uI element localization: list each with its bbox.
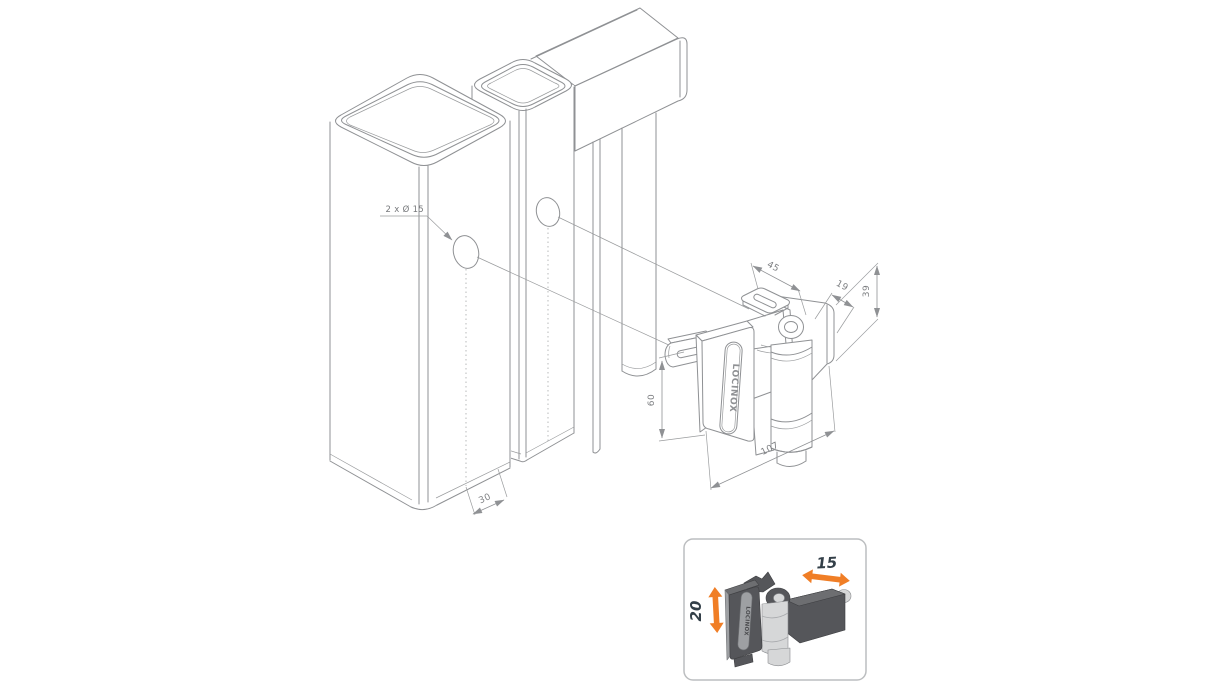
hole-callout-label: 2 x Ø 15 xyxy=(386,204,424,215)
inset-hinge-illustration: LOCINOX xyxy=(724,571,852,668)
inset-vertical-arrow: 20 xyxy=(687,587,724,633)
gate-rear-bar xyxy=(592,138,601,454)
inset-brand-badge: LOCINOX xyxy=(742,606,750,636)
inset-horizontal-label: 15 xyxy=(816,553,838,572)
inset-horizontal-arrow: 15 xyxy=(802,553,850,587)
dim-39-label: 39 xyxy=(862,285,872,297)
dim-60-label: 60 xyxy=(647,394,657,406)
hinge-brand-badge: LOCINOX xyxy=(727,363,740,413)
post-drill-hole xyxy=(452,235,480,269)
dim-60: 60 xyxy=(647,351,706,442)
hole-callout: 2 x Ø 15 xyxy=(380,204,453,241)
dim-30-label: 30 xyxy=(477,492,493,506)
hinge-drawing: LOCINOX xyxy=(664,287,835,467)
projection-lines xyxy=(476,216,750,353)
hinge-front-plate: LOCINOX xyxy=(695,320,755,442)
adjustment-inset: LOCINOX 15 20 xyxy=(683,538,867,681)
dim-45-label: 45 xyxy=(765,260,781,275)
hinge-post xyxy=(329,74,511,511)
gate-round-bar xyxy=(621,112,657,377)
hinge-pivot-hole xyxy=(784,321,798,333)
gate-drill-hole xyxy=(535,197,561,227)
inset-vertical-label: 20 xyxy=(687,601,705,622)
dim-39: 39 xyxy=(835,262,880,362)
gate-top-rail xyxy=(530,7,688,152)
dim-19-label: 19 xyxy=(834,279,850,294)
dim-30: 30 xyxy=(465,468,508,516)
